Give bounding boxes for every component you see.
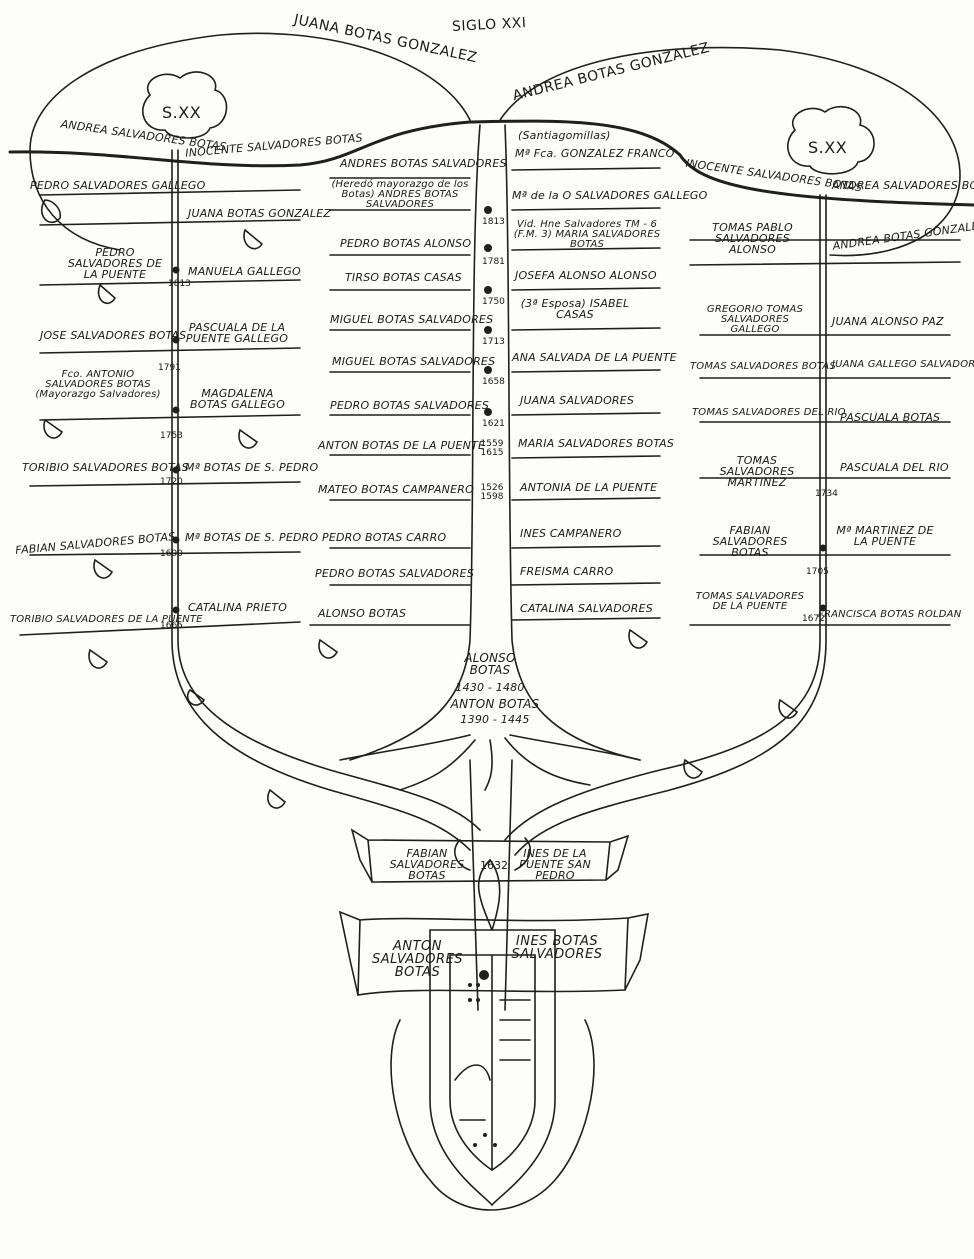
center-row-5-right: (3ª Esposa) ISABEL CASAS — [515, 298, 635, 320]
right-row-5-year: 1734 — [815, 490, 838, 499]
banner-1-right: INES DE LA PUENTE SAN PEDRO — [505, 848, 605, 881]
right-row-3-right: JUANA GALLEGO SALVADORES — [832, 360, 974, 370]
center-row-1-left: ANDRES BOTAS SALVADORES — [340, 158, 507, 169]
left-row-5-right: Mª BOTAS DE S. PEDRO — [185, 462, 318, 473]
center-row-6-right: ANA SALVADA DE LA PUENTE — [512, 352, 677, 363]
right-row-6-left: FABIAN SALVADORES BOTAS — [695, 525, 805, 558]
right-row-4-left: TOMAS SALVADORES DEL RIO — [692, 408, 846, 418]
center-row-4-year: 1750 — [482, 298, 505, 307]
center-row-2-left: (Heredó mayorazgo de los Botas) ANDRES B… — [330, 180, 470, 210]
left-row-3-left: JOSE SALVADORES BOTAS — [40, 330, 186, 341]
center-row-3-right: Vid. Hne Salvadores TM - 6 (F.M. 3) MARI… — [512, 220, 662, 250]
center-row-3-year: 1781 — [482, 258, 505, 267]
center-row-8-left: ANTON BOTAS DE LA PUENTE — [318, 440, 485, 451]
right-row-7-left: TOMAS SALVADORES DE LA PUENTE — [690, 592, 810, 612]
right-row-7-year: 1672 — [802, 615, 825, 624]
century-20-right-label: S.XX — [808, 140, 847, 156]
center-row-5-left: MIGUEL BOTAS SALVADORES — [330, 314, 493, 325]
center-row-9-left: MATEO BOTAS CAMPANERO — [318, 484, 474, 495]
center-row-8-year: 1559 1615 — [476, 440, 508, 458]
center-row-12-left: ALONSO BOTAS — [318, 608, 406, 619]
center-row-8-right: MARIA SALVADORES BOTAS — [518, 438, 674, 449]
banner-2-left: ANTON SALVADORES BOTAS — [365, 940, 470, 979]
center-row-2-year: 1813 — [482, 218, 505, 227]
center-row-4-right: JOSEFA ALONSO ALONSO — [515, 270, 657, 281]
right-row-4-right: PASCUALA BOTAS — [840, 412, 940, 423]
left-row-1-right: JUANA BOTAS GONZALEZ — [188, 208, 331, 219]
left-row-6-right: Mª BOTAS DE S. PEDRO — [185, 532, 318, 543]
right-row-1-left: TOMAS PABLO SALVADORES ALONSO — [695, 222, 810, 255]
left-row-2-left: PEDRO SALVADORES DE LA PUENTE — [60, 247, 170, 280]
left-row-5-left: TORIBIO SALVADORES BOTAS — [22, 462, 189, 473]
center-row-5-year: 1713 — [482, 338, 505, 347]
center-note-top: (Santiagomillas) — [518, 130, 611, 141]
root-2-years: 1390 - 1445 — [450, 714, 540, 725]
center-row-11-left: PEDRO BOTAS SALVADORES — [315, 568, 474, 579]
right-row-6-right: Mª MARTINEZ DE LA PUENTE — [835, 525, 935, 547]
right-row-2-left: GREGORIO TOMAS SALVADORES GALLEGO — [700, 305, 810, 335]
banner-1-left: FABIAN SALVADORES BOTAS — [372, 848, 482, 881]
root-1-years: 1430 - 1480 — [450, 682, 530, 693]
right-row-5-left: TOMAS SALVADORES MARTINEZ — [702, 455, 812, 488]
center-row-7-left: PEDRO BOTAS SALVADORES — [330, 400, 489, 411]
right-row-7-right: FRANCISCA BOTAS ROLDAN — [818, 610, 961, 620]
left-row-7-year: 1665 — [160, 622, 183, 631]
center-row-11-right: FREISMA CARRO — [520, 566, 613, 577]
center-row-9-year: 1526 1598 — [476, 484, 508, 502]
root-1-name: ALONSO BOTAS — [450, 652, 530, 676]
right-row-6-year: 1705 — [806, 568, 829, 577]
center-row-3-left: PEDRO BOTAS ALONSO — [340, 238, 471, 249]
banner-2-right: INES BOTAS SALVADORES — [492, 935, 622, 961]
left-row-6-year: 1690 — [160, 550, 183, 559]
right-top-right-name: ANDREA SALVADORES BOTAS — [832, 180, 974, 191]
right-row-5-right: PASCUALA DEL RIO — [840, 462, 949, 473]
center-row-4-left: TIRSO BOTAS CASAS — [345, 272, 462, 283]
center-row-6-year: 1658 — [482, 378, 505, 387]
left-row-4-left: Fco. ANTONIO SALVADORES BOTAS (Mayorazgo… — [28, 370, 168, 400]
left-row-1-left: PEDRO SALVADORES GALLEGO — [30, 180, 205, 191]
trunk-roots — [340, 735, 640, 790]
left-row-3-right: PASCUALA DE LA PUENTE GALLEGO — [182, 322, 292, 344]
center-row-10-left: PEDRO BOTAS CARRO — [322, 532, 446, 543]
century-21-title: SIGLO XXI — [452, 16, 527, 34]
center-row-1-right: Mª Fca. GONZALEZ FRANCO — [515, 148, 675, 159]
left-row-2-year: 1813 — [168, 280, 191, 289]
left-row-7-right: CATALINA PRIETO — [188, 602, 287, 613]
banner-1-year: 1632 — [480, 860, 508, 871]
center-row-9-right: ANTONIA DE LA PUENTE — [520, 482, 657, 493]
left-row-4-year: 1753 — [160, 432, 183, 441]
center-row-6-left: MIGUEL BOTAS SALVADORES — [332, 356, 495, 367]
center-row-12-right: CATALINA SALVADORES — [520, 603, 653, 614]
center-row-10-right: INES CAMPANERO — [520, 528, 622, 539]
center-row-2-right: Mª de la O SALVADORES GALLEGO — [512, 190, 707, 201]
right-row-2-right: JUANA ALONSO PAZ — [832, 316, 944, 327]
left-row-2-right: MANUELA GALLEGO — [188, 266, 301, 277]
century-20-left-label: S.XX — [162, 105, 201, 121]
center-row-7-year: 1621 — [482, 420, 505, 429]
left-row-5-year: 1720 — [160, 478, 183, 487]
center-row-7-right: JUANA SALVADORES — [520, 395, 634, 406]
left-row-4-right: MAGDALENA BOTAS GALLEGO — [185, 388, 290, 410]
right-row-3-left: TOMAS SALVADORES BOTAS — [690, 362, 836, 372]
root-2-name: ANTON BOTAS — [450, 698, 540, 710]
